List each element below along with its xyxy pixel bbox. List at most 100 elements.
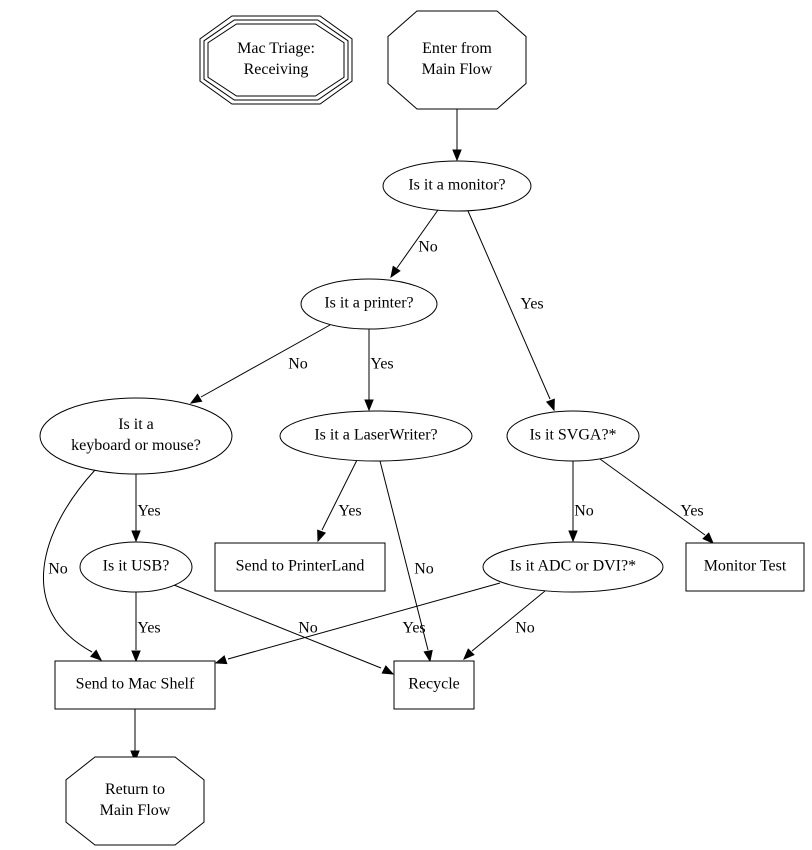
edge-label: Yes bbox=[680, 503, 703, 520]
edge-usb-to-macshelf bbox=[131, 592, 141, 663]
decision-ellipse bbox=[279, 410, 473, 462]
arrowhead-icon bbox=[189, 393, 203, 404]
terminal-octagon bbox=[65, 756, 205, 846]
edge-enter-to-monitor bbox=[452, 109, 462, 162]
edge-line bbox=[396, 209, 439, 269]
edge-usb-to-recycle bbox=[173, 584, 395, 675]
edge-label: No bbox=[574, 503, 594, 520]
edge-label: No bbox=[298, 620, 318, 637]
node-adcdvi: Is it ADC or DVI?* bbox=[482, 541, 664, 593]
edge-svga-to-monitortest bbox=[599, 458, 714, 544]
decision-ellipse bbox=[300, 278, 438, 330]
node-printer: Is it a printer? bbox=[300, 278, 438, 330]
arrowhead-icon bbox=[381, 665, 395, 675]
node-laserwriter: Is it a LaserWriter? bbox=[279, 410, 473, 462]
edge-label: No bbox=[48, 561, 68, 578]
edge-line bbox=[471, 590, 546, 652]
edge-keyboard-to-usb bbox=[131, 474, 141, 543]
node-recycle: Recycle bbox=[393, 660, 475, 710]
edge-label: No bbox=[288, 356, 308, 373]
edge-monitor-to-svga bbox=[467, 210, 555, 412]
node-label: Is it USB? bbox=[103, 558, 170, 575]
title-octagon-ring bbox=[207, 23, 345, 97]
node-label: Receiving bbox=[244, 61, 309, 78]
arrowhead-icon bbox=[463, 648, 475, 660]
arrowhead-icon bbox=[130, 750, 140, 763]
edge-label: No bbox=[418, 239, 438, 256]
arrowhead-icon bbox=[131, 530, 141, 543]
action-box bbox=[214, 542, 386, 592]
node-svga: Is it SVGA?* bbox=[506, 410, 640, 462]
edge-line bbox=[173, 584, 382, 669]
edge-keyboard-to-macshelf bbox=[42, 469, 103, 661]
node-label: Enter from bbox=[422, 40, 492, 57]
action-box bbox=[685, 542, 805, 592]
edge-label: No bbox=[515, 620, 535, 637]
node-monitortest: Monitor Test bbox=[685, 542, 805, 592]
edge-svga-to-adcdvi bbox=[568, 461, 578, 543]
node-label: Return to bbox=[105, 781, 165, 798]
arrowhead-icon bbox=[214, 655, 228, 665]
node-monitor: Is it a monitor? bbox=[382, 160, 532, 212]
node-title: Mac Triage: Receiving bbox=[199, 15, 353, 105]
node-label: Is it a bbox=[118, 416, 154, 433]
decision-ellipse bbox=[382, 160, 532, 212]
arrowhead-icon bbox=[568, 530, 578, 543]
arrowhead-icon bbox=[702, 532, 714, 544]
edge-macshelf-to-return bbox=[130, 709, 140, 763]
node-return: Return to Main Flow bbox=[65, 756, 205, 846]
edge-label: Yes bbox=[137, 620, 160, 637]
edge-label: Yes bbox=[370, 356, 393, 373]
node-label: Is it ADC or DVI?* bbox=[510, 558, 636, 575]
decision-ellipse bbox=[39, 397, 233, 475]
decision-ellipse bbox=[506, 410, 640, 462]
edge-line bbox=[599, 458, 706, 536]
edge-label: Yes bbox=[520, 296, 543, 313]
arrowhead-icon bbox=[317, 529, 327, 543]
node-printerland: Send to PrinterLand bbox=[214, 542, 386, 592]
node-label: Is it a LaserWriter? bbox=[314, 427, 437, 444]
arrowhead-icon bbox=[90, 649, 103, 661]
arrowhead-icon bbox=[390, 265, 401, 279]
edge-line bbox=[42, 469, 96, 653]
edge-printer-to-laserwriter bbox=[364, 329, 374, 412]
node-label: Monitor Test bbox=[704, 558, 787, 575]
action-box bbox=[393, 660, 475, 710]
node-label: Send to PrinterLand bbox=[236, 558, 365, 575]
node-label: Is it SVGA?* bbox=[529, 427, 616, 444]
edge-adcdvi-to-recycle bbox=[463, 590, 546, 660]
node-label: Main Flow bbox=[100, 802, 171, 819]
arrowhead-icon bbox=[545, 398, 555, 412]
edge-line bbox=[200, 324, 331, 398]
edge-line bbox=[227, 582, 501, 660]
arrowhead-icon bbox=[364, 399, 374, 412]
node-usb: Is it USB? bbox=[79, 541, 193, 593]
edges-layer bbox=[42, 109, 714, 763]
node-label: Mac Triage: bbox=[237, 40, 315, 57]
action-box bbox=[54, 660, 216, 710]
edge-line bbox=[379, 460, 429, 651]
edge-line bbox=[321, 459, 358, 531]
decision-ellipse bbox=[79, 541, 193, 593]
arrowhead-icon bbox=[423, 649, 433, 663]
edge-monitor-to-printer bbox=[390, 209, 439, 279]
edge-label: Yes bbox=[137, 503, 160, 520]
edge-line bbox=[467, 210, 551, 400]
edge-laserwriter-to-recycle bbox=[379, 460, 433, 663]
edge-label: No bbox=[414, 561, 434, 578]
node-label: Send to Mac Shelf bbox=[76, 676, 195, 693]
edge-laserwriter-to-printerland bbox=[317, 459, 358, 543]
arrowhead-icon bbox=[131, 650, 141, 663]
edge-adcdvi-to-macshelf bbox=[214, 582, 501, 665]
node-label: Is it a monitor? bbox=[408, 177, 505, 194]
terminal-octagon bbox=[387, 10, 527, 110]
node-label: Is it a printer? bbox=[324, 295, 413, 312]
edge-printer-to-keyboard bbox=[189, 324, 331, 404]
edge-label: Yes bbox=[338, 503, 361, 520]
decision-ellipse bbox=[482, 541, 664, 593]
